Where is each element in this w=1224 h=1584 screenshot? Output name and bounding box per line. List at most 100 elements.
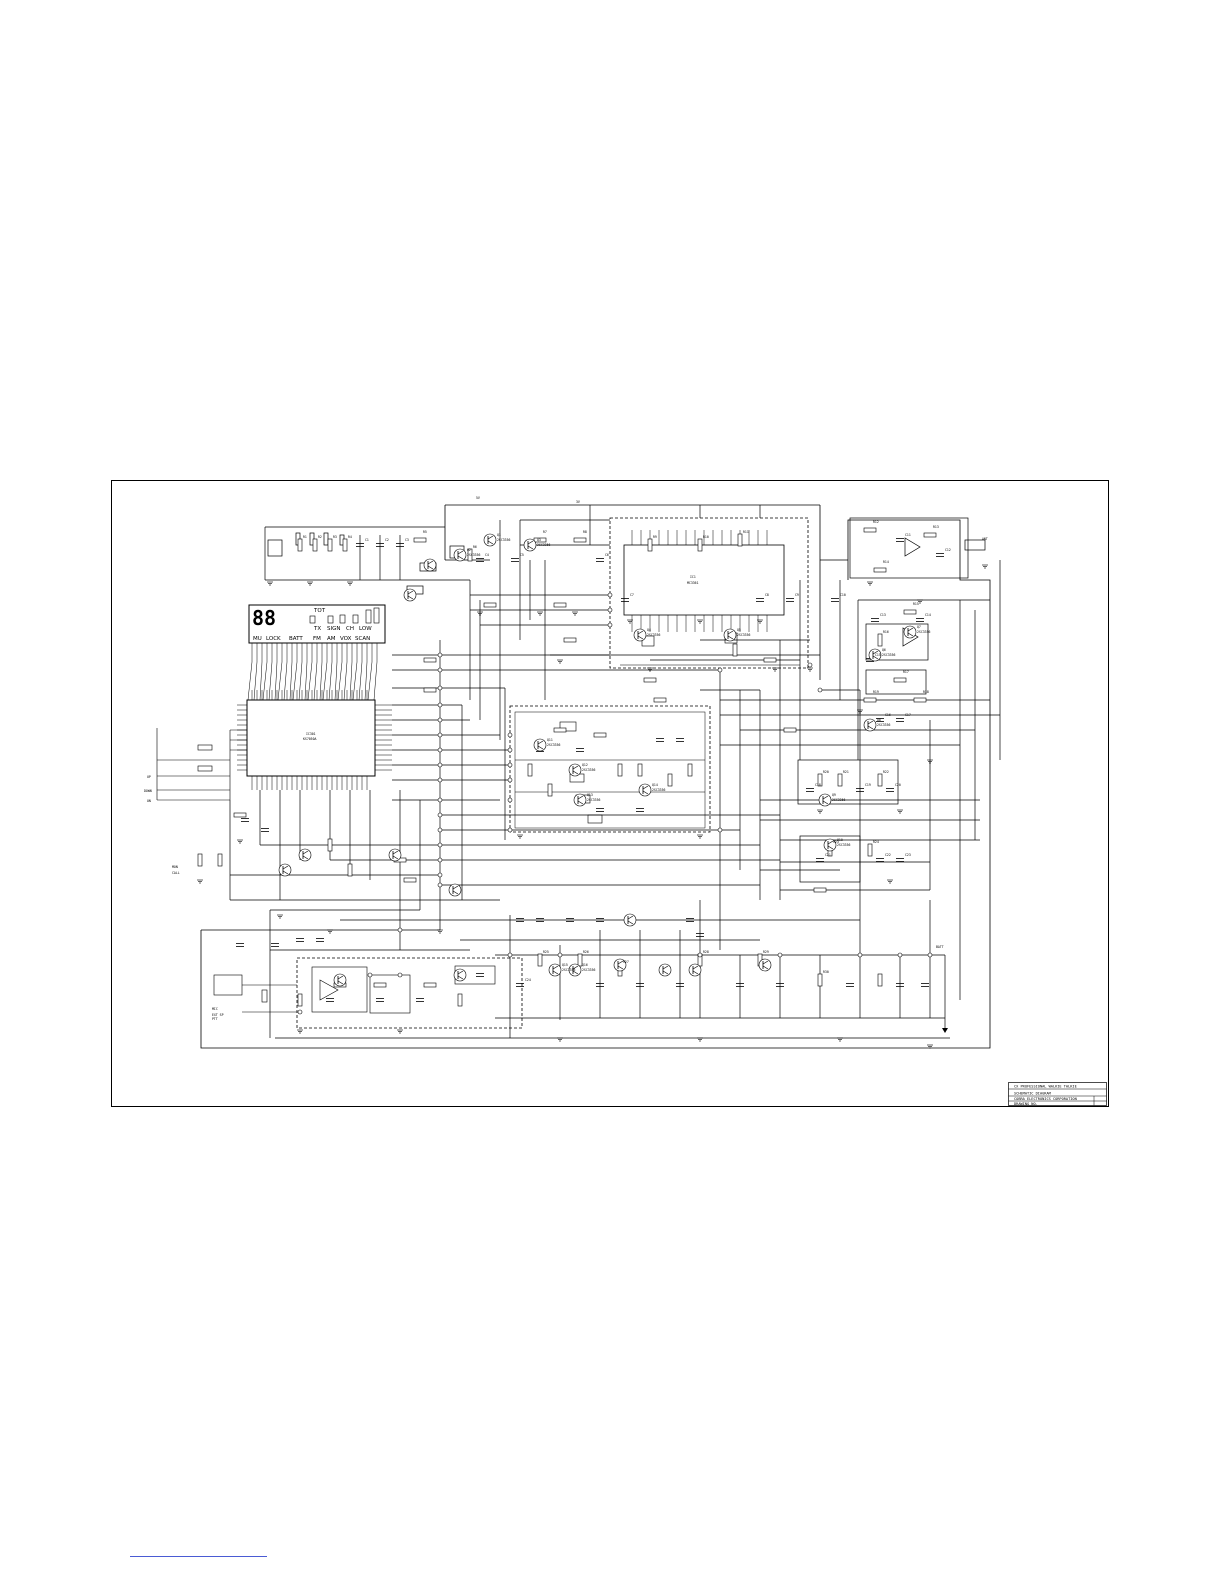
wire [322,661,328,701]
ground-symbol [982,564,988,569]
capacitor [326,998,334,1002]
transistor-body [448,883,462,897]
capacitor [356,543,364,547]
transistor-part: 2SC3356 [647,633,661,637]
transistor-body [568,963,582,977]
transistor-body [638,783,652,797]
resistor-ref: R11 [743,530,749,534]
wire [452,885,459,890]
resistor-ref: R16 [883,630,889,634]
title-block: CX PROFESSIONAL WALKIE TALKIE SCHEMATIC … [1008,1082,1107,1106]
wire [427,560,434,565]
title-line4: DRAWING NO. [1014,1102,1038,1106]
transistor-ref: Q5 [737,628,741,632]
capacitor [806,788,814,792]
wire [527,545,534,550]
transistor-ref: Q10 [837,838,843,842]
transistor-part: 2SC3356 [882,653,896,657]
resistor [653,697,667,703]
left-input-switches [156,728,247,801]
resistor [297,993,303,1007]
capacitor-ref: C16 [885,713,891,717]
resistor-ref: R19 [873,690,879,694]
capacitor-ref: C14 [925,613,931,617]
wire [407,590,414,595]
resistor-ref: R28 [703,950,709,954]
capacitor-ref: C24 [525,978,531,982]
resistor-ref: R12 [873,520,879,524]
resistor [732,643,738,657]
resistor [913,697,927,703]
resistor [593,732,607,738]
junction-dot [507,827,513,833]
junction-dot [557,952,563,958]
resistor [327,538,333,552]
wire [642,790,649,795]
label-ant: ANT [982,537,988,541]
junction-dot [607,622,613,628]
transistor-body [623,913,637,927]
rf-ic-ref: IC1 [690,575,696,579]
wire [352,661,358,701]
junction-dot [437,812,443,818]
ground-symbol [817,809,823,814]
capacitor-ref: C10 [840,593,846,597]
capacitor-ref: C7 [630,593,634,597]
resistor [687,763,693,777]
resistor [763,657,777,663]
title-line2: SCHEMATIC DIAGRAM [1014,1092,1052,1096]
wire [334,661,338,701]
resistor [423,687,437,693]
capacitor [656,738,664,742]
transistor-part: 2SC3356 [837,843,851,847]
capacitor [896,983,904,987]
transistor-body [868,648,882,662]
transistor [278,863,292,877]
capacitor [271,943,279,947]
capacitor [876,718,884,722]
wire [637,635,644,640]
transistor-body [823,838,837,852]
transistor-part: 2SC3356 [877,723,891,727]
resistor [783,727,797,733]
transistor [568,963,582,977]
capacitor [846,983,854,987]
wire [292,661,298,701]
resistor-ref: R18 [923,690,929,694]
capacitor [676,738,684,742]
resistor [547,783,553,797]
title-line1: CX PROFESSIONAL WALKIE TALKIE [1014,1085,1077,1089]
transistor [298,848,312,862]
lcd-icon-am: AM [327,636,336,642]
junction-dot [807,662,813,668]
transistor [758,958,772,972]
capacitor [596,983,604,987]
capacitor [936,553,944,557]
resistor [903,609,917,615]
capacitor [636,983,644,987]
footer-link-underline[interactable] [130,1556,267,1557]
resistor [877,633,883,647]
transistor-ref: Q16 [582,963,588,967]
transistor-body [658,963,672,977]
junction-dot [507,797,513,803]
wire [537,740,544,745]
lcd-icon-lock: LOCK [266,636,281,642]
wire [307,661,313,701]
label-batt: BATT [936,945,944,949]
junction-dot [697,952,703,958]
transistor [523,538,537,552]
ground-symbol [327,929,333,934]
transistor-ref: Q4 [647,628,651,632]
resistor-ref: R26 [583,950,589,954]
transistor-body [523,538,537,552]
ground-symbol [277,914,283,919]
junction-dot [507,777,513,783]
transistor-body [633,628,647,642]
ground-symbol [857,709,863,714]
transistor-ref: Q9 [832,793,836,797]
wire [827,845,834,850]
transistor [638,783,652,797]
resistor [467,548,473,562]
